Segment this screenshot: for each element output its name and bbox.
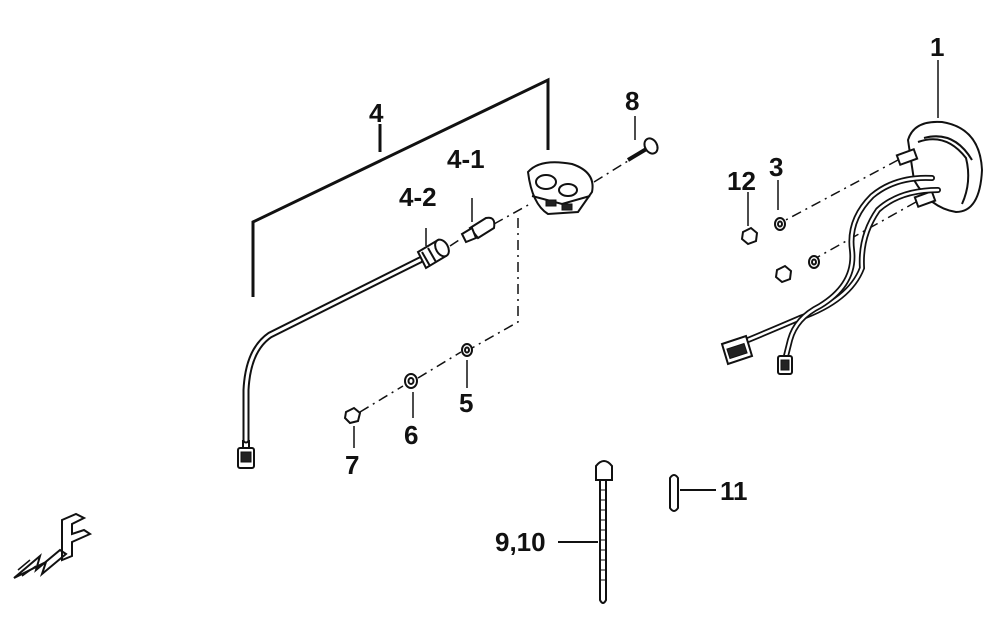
assembly-4-bracket <box>251 77 550 297</box>
callout-3: 3 <box>769 152 783 182</box>
callout-8: 8 <box>625 86 639 116</box>
callout-4: 4 <box>369 98 384 128</box>
bulb-4-1 <box>449 198 531 247</box>
socket-4-2 <box>416 228 450 270</box>
callout-5: 5 <box>459 388 473 418</box>
license-light-housing <box>471 155 637 349</box>
tail-light-1 <box>720 60 984 375</box>
callout-1: 1 <box>930 32 944 62</box>
front-direction-icon <box>13 512 93 579</box>
callout-9-10: 9,10 <box>495 527 546 557</box>
license-light-cable <box>237 256 424 469</box>
callout-11: 11 <box>720 476 748 506</box>
callout-7: 7 <box>345 450 359 480</box>
callout-4-2: 4-2 <box>399 182 437 212</box>
hardware-5-6-7 <box>343 343 473 448</box>
clip-11 <box>669 474 716 512</box>
screw-8 <box>626 116 659 162</box>
callout-6: 6 <box>404 420 418 450</box>
callout-4-1: 4-1 <box>447 144 485 174</box>
cable-tie-9-10 <box>558 460 613 604</box>
callout-12: 12 <box>727 166 756 196</box>
hardware-3-12 <box>740 180 820 284</box>
